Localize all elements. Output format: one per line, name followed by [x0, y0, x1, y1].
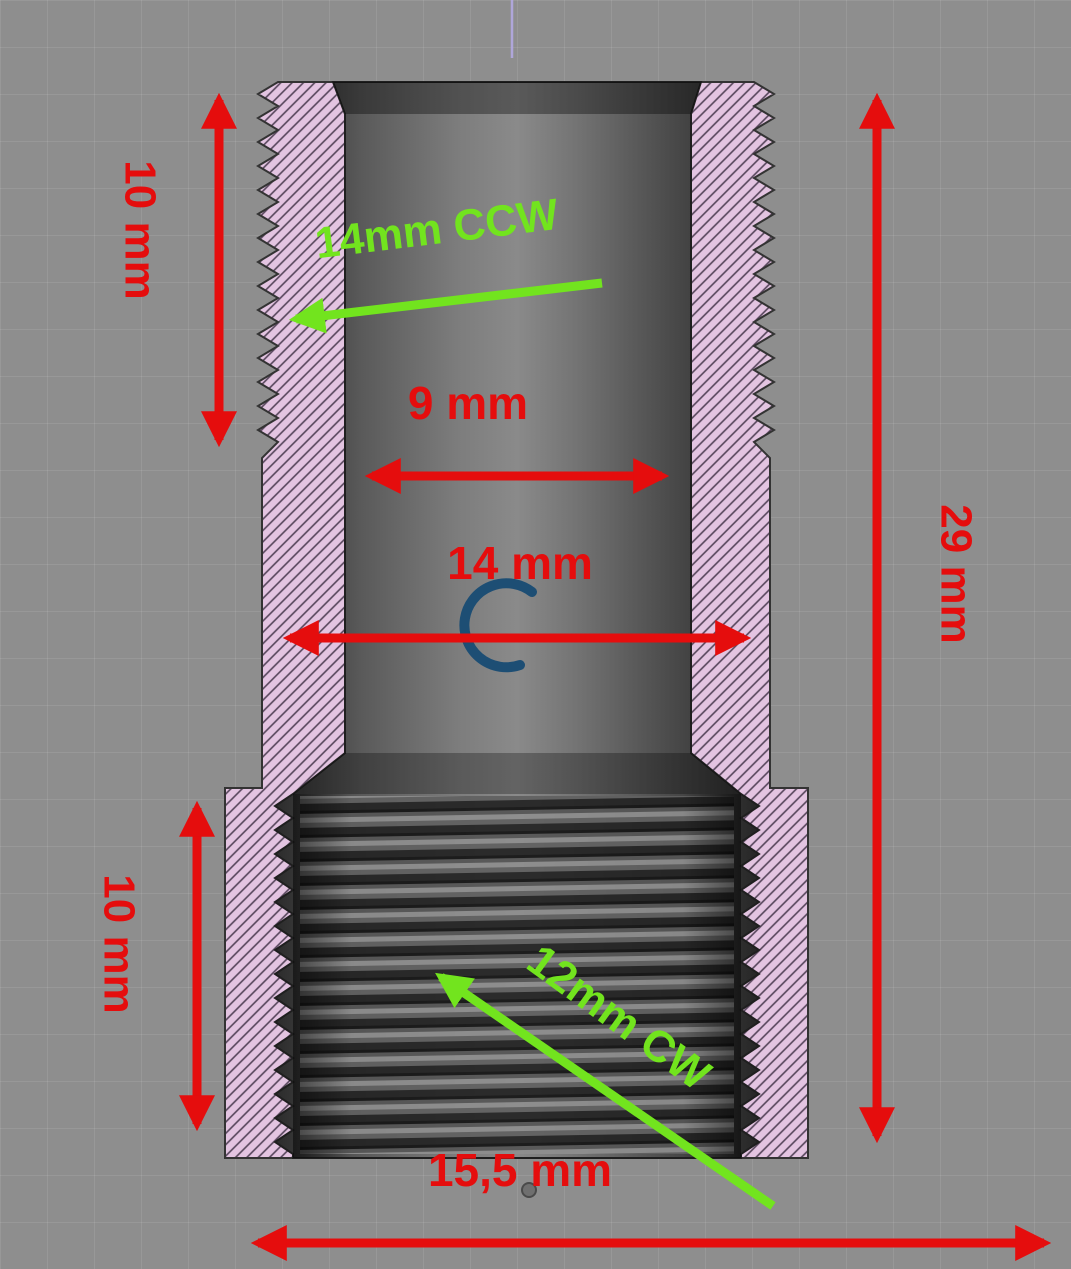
- internal-thread-edge-shading: [293, 794, 741, 1158]
- origin-point: [521, 1182, 537, 1198]
- thread-arrow-upper[interactable]: [288, 278, 603, 334]
- bore-diameter-label: 9 mm: [408, 377, 528, 429]
- upper-thread-length-label: 10 mm: [115, 160, 164, 299]
- dimension-base-width[interactable]: 15,5 mm: [250, 1144, 1052, 1261]
- dimension-lower-thread-length[interactable]: 10 mm: [94, 800, 215, 1132]
- ccw-rotation-arc: [459, 578, 537, 673]
- bore-transition-cone: [293, 753, 741, 794]
- dimension-upper-thread-length[interactable]: 10 mm: [115, 92, 237, 448]
- lower-thread-length-label: 10 mm: [94, 874, 143, 1013]
- dimension-overall-length[interactable]: 29 mm: [859, 92, 980, 1144]
- bore-top-chamfer: [333, 82, 701, 114]
- dimension-counterbore-diameter[interactable]: 14 mm: [282, 537, 752, 673]
- thread-arrow-lower[interactable]: [435, 972, 776, 1210]
- overall-length-label: 29 mm: [931, 504, 980, 643]
- base-width-label: 15,5 mm: [428, 1144, 612, 1196]
- dimension-bore-diameter[interactable]: 9 mm: [364, 377, 670, 494]
